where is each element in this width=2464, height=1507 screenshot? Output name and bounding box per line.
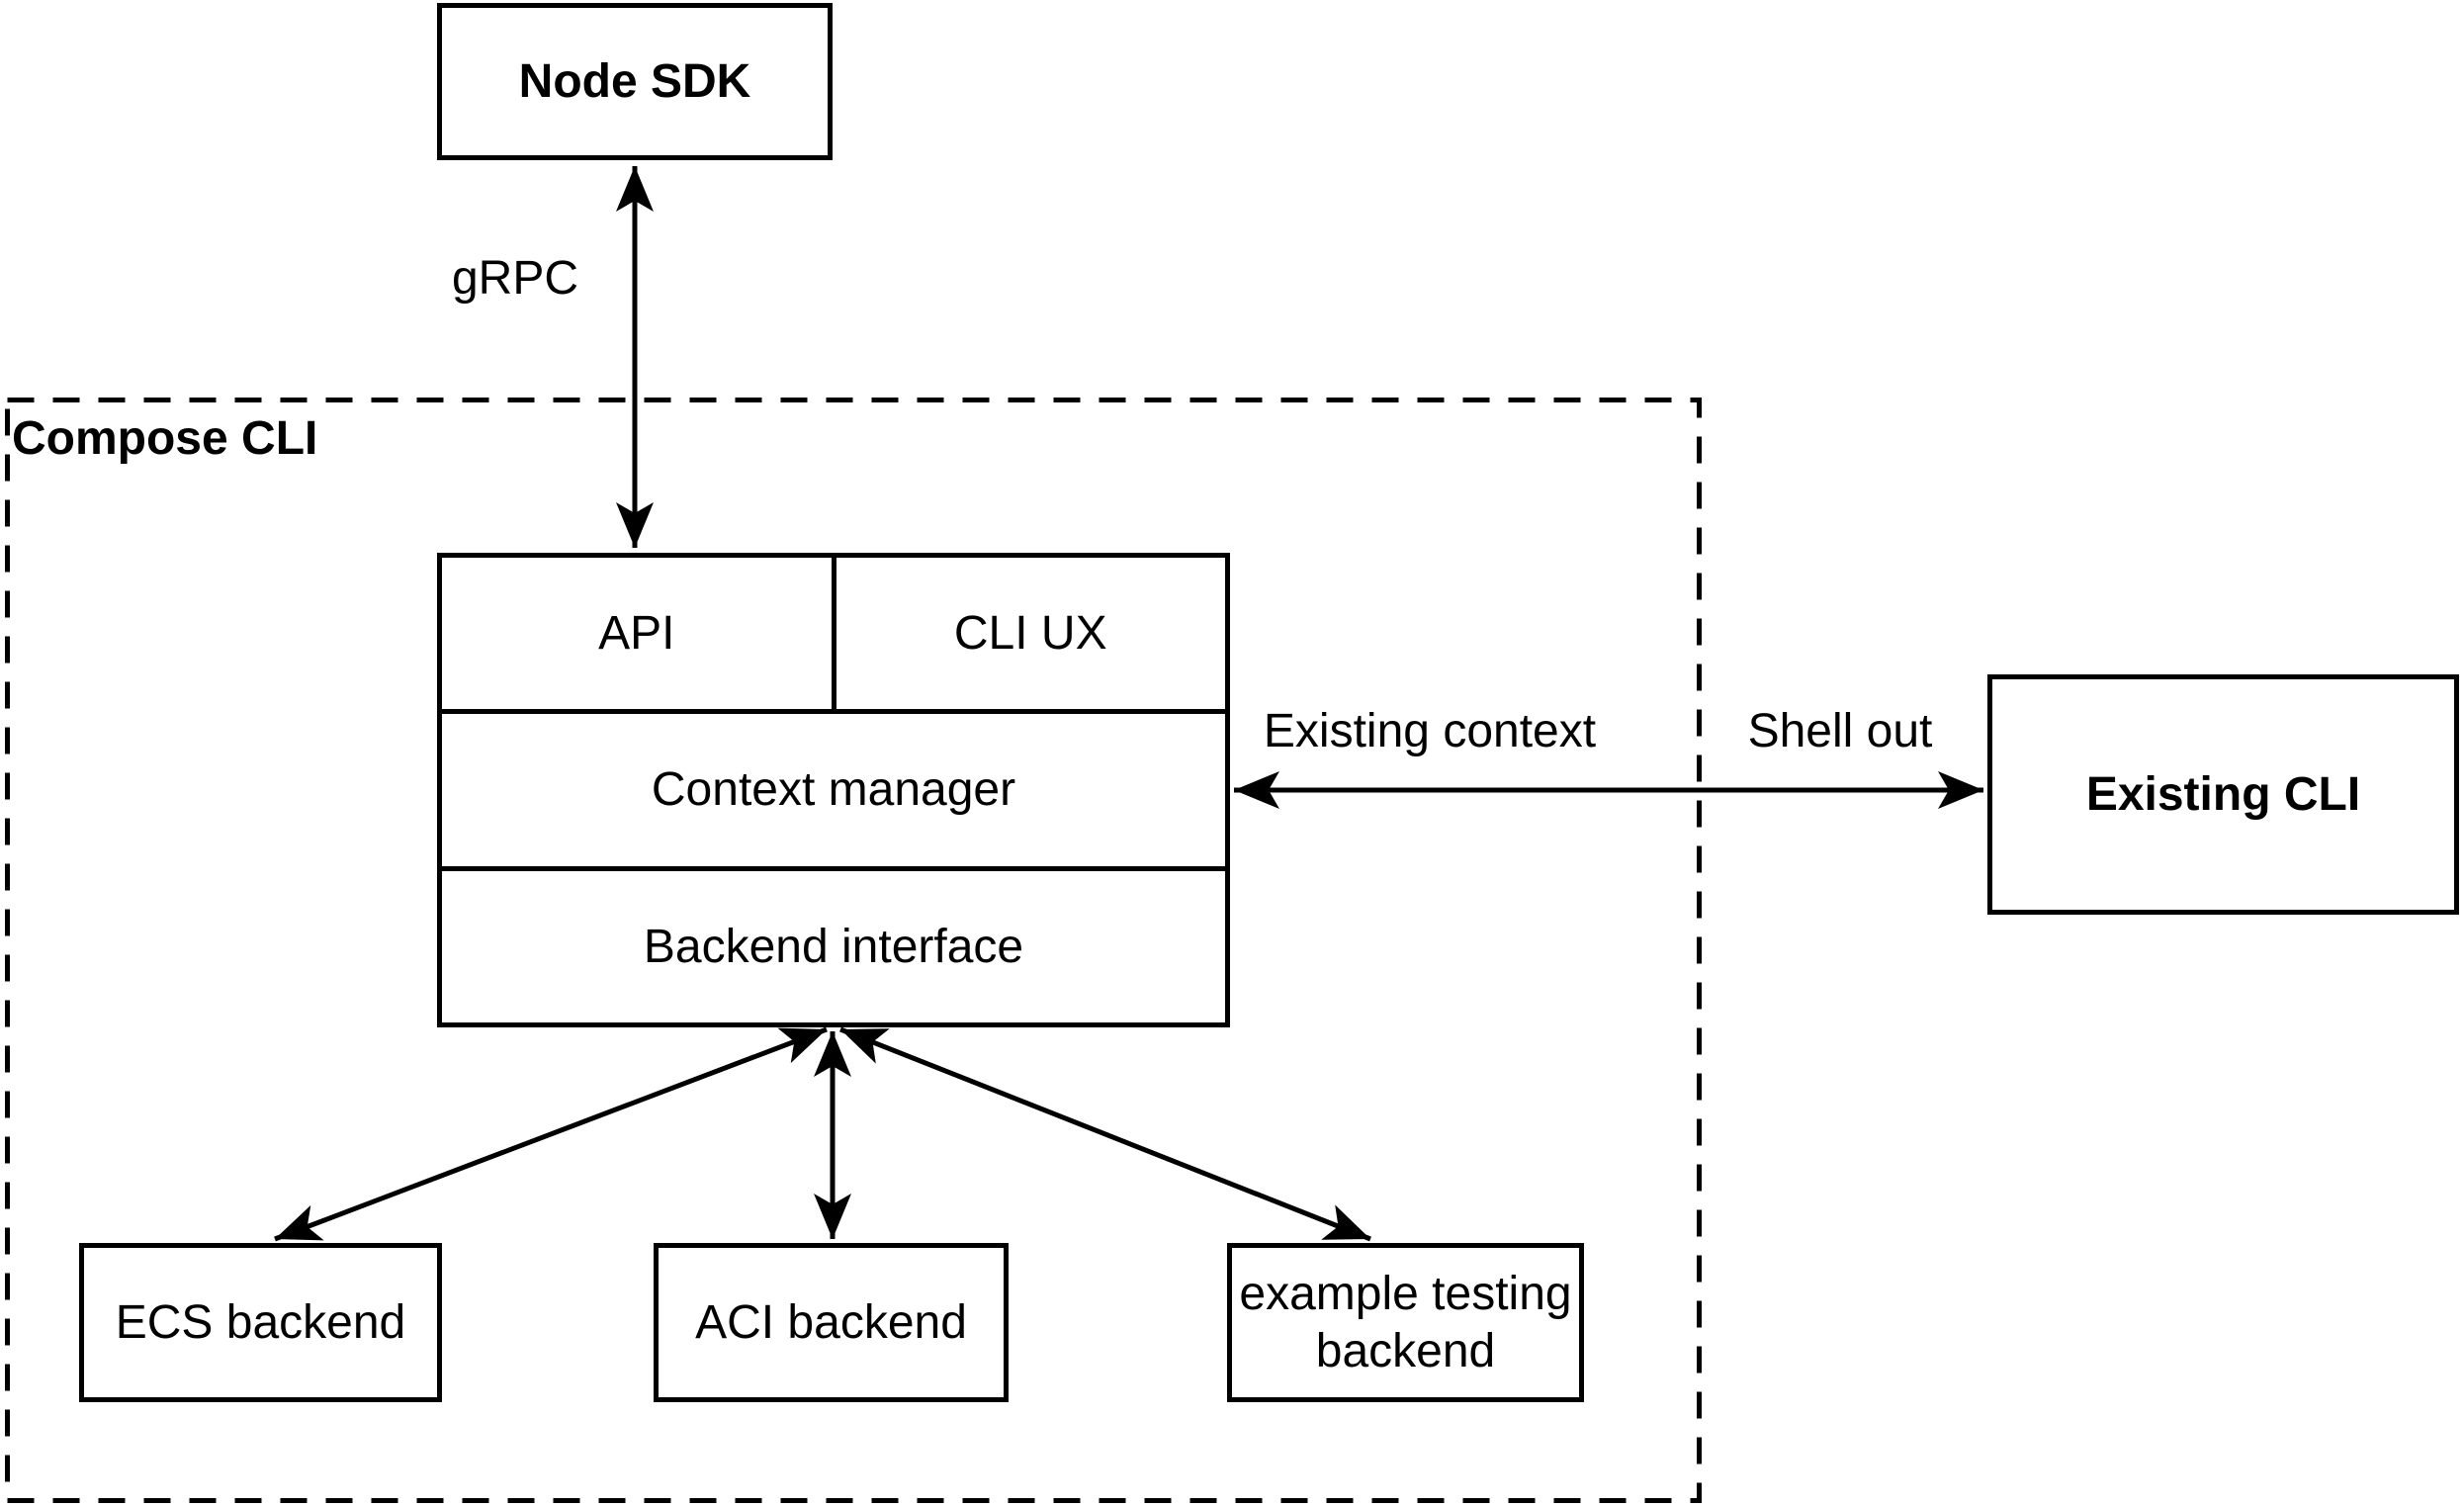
cli-ux-box: CLI UX — [836, 558, 1226, 709]
grpc-edge-label: gRPC — [451, 252, 579, 305]
existing-cli-box: Existing CLI — [1987, 674, 2459, 915]
existing-cli-label: Existing CLI — [2085, 767, 2361, 821]
ecs-backend-arrow — [274, 1026, 828, 1242]
compose-cli-container-label: Compose CLI — [12, 412, 318, 465]
ecs-backend-box: ECS backend — [79, 1243, 442, 1402]
context-manager-box: Context manager — [442, 714, 1225, 871]
context-manager-label: Context manager — [651, 763, 1016, 817]
node-sdk-label: Node SDK — [518, 54, 751, 108]
shell-out-edge-label: Shell out — [1747, 705, 1933, 757]
node-sdk-box: Node SDK — [437, 3, 833, 160]
ecs-backend-label: ECS backend — [115, 1295, 406, 1349]
existing-context-edge-label: Existing context — [1263, 705, 1597, 757]
aci-backend-label: ACI backend — [695, 1295, 967, 1349]
aci-backend-box: ACI backend — [654, 1243, 1009, 1402]
stack-row-top: API CLI UX — [442, 558, 1226, 715]
example-testing-backend-label: example testing backend — [1239, 1267, 1572, 1377]
api-label: API — [598, 607, 675, 661]
backend-interface-label: Backend interface — [643, 920, 1024, 973]
compose-cli-core-stack: API CLI UX Context manager Backend inter… — [437, 553, 1230, 1027]
example-testing-backend-box: example testing backend — [1227, 1243, 1584, 1402]
example-testing-backend-arrow — [839, 1026, 1371, 1242]
cli-ux-label: CLI UX — [953, 607, 1107, 661]
backend-interface-box: Backend interface — [442, 871, 1225, 1022]
api-box: API — [442, 558, 836, 710]
